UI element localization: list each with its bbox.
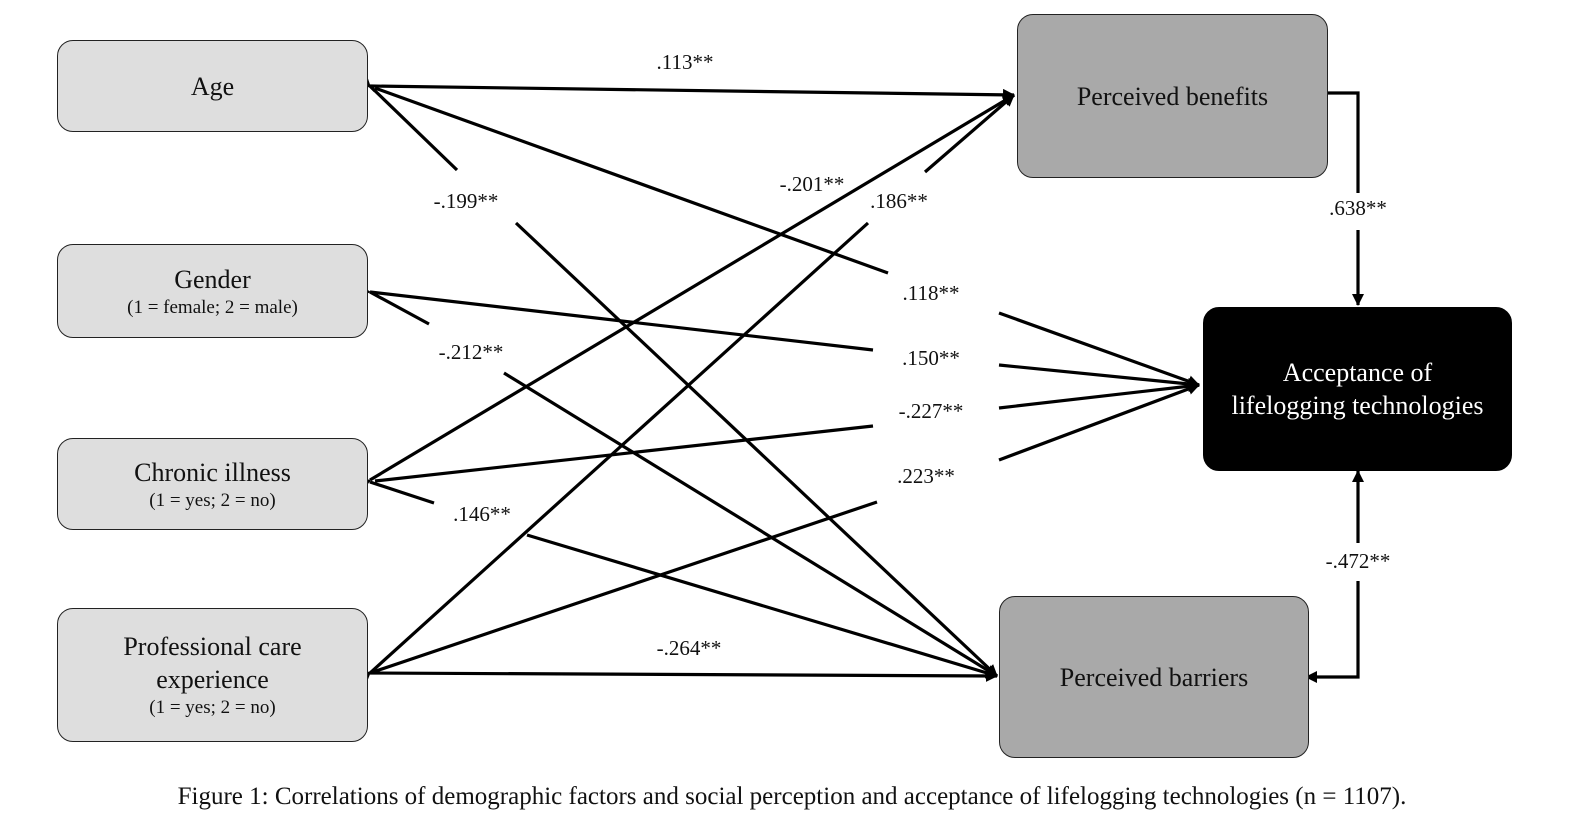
label-age-benefits: .113** — [656, 50, 714, 74]
edge-care-benefits-2 — [923, 93, 1016, 174]
edge-chronic-acceptance — [374, 424, 874, 483]
node-professional-care: Professional care experience (1 = yes; 2… — [57, 608, 368, 742]
edge-chronic-benefits — [357, 93, 1015, 491]
node-chronic-illness: Chronic illness (1 = yes; 2 = no) — [57, 438, 368, 530]
node-gender-title: Gender — [174, 264, 251, 294]
node-age: Age — [57, 40, 368, 132]
node-acceptance-title-line1: Acceptance of — [1282, 358, 1433, 387]
label-chronic-benefits: -.201** — [779, 172, 845, 196]
label-gender-barriers: -.212** — [438, 340, 504, 364]
label-barriers-acceptance: -.472** — [1325, 549, 1391, 573]
figure-caption: Figure 1: Correlations of demographic fa… — [177, 783, 1407, 810]
node-gender-subtitle: (1 = female; 2 = male) — [127, 296, 298, 318]
node-benefits-title: Perceived benefits — [1076, 81, 1269, 111]
label-age-barriers: -.199** — [433, 189, 499, 213]
node-care-title-line1: Professional care — [123, 632, 302, 661]
edge-care-barriers — [358, 666, 998, 682]
label-chronic-acceptance: -.227** — [898, 399, 964, 423]
edge-care-acceptance-2 — [998, 383, 1200, 462]
edge-age-barriers-head — [357, 73, 377, 93]
node-barriers-title: Perceived barriers — [1059, 662, 1249, 692]
label-benefits-acceptance: .638** — [1329, 196, 1387, 220]
node-care-subtitle: (1 = yes; 2 = no) — [149, 697, 276, 718]
node-acceptance-title-line2: lifelogging technologies — [1231, 391, 1484, 420]
node-acceptance: Acceptance of lifelogging technologies — [1203, 307, 1512, 471]
edge-chronic-acceptance-2 — [998, 380, 1200, 410]
label-chronic-barriers: .146** — [453, 502, 511, 526]
node-chronic-subtitle: (1 = yes; 2 = no) — [149, 489, 276, 511]
node-perceived-benefits: Perceived benefits — [1017, 14, 1328, 178]
edge-care-benefits — [357, 221, 870, 685]
edge-age-benefits — [358, 79, 1015, 101]
label-care-acceptance: .223** — [897, 464, 955, 488]
node-gender: Gender (1 = female; 2 = male) — [57, 244, 368, 338]
edge-age-barriers — [368, 84, 459, 172]
label-care-barriers: -.264** — [656, 636, 722, 660]
node-perceived-barriers: Perceived barriers — [999, 596, 1309, 758]
edge-care-acceptance — [357, 500, 878, 683]
node-chronic-title: Chronic illness — [134, 457, 291, 487]
edge-barriers-acceptance-2 — [1305, 581, 1360, 683]
label-care-benefits: .186** — [870, 189, 928, 213]
node-age-title: Age — [190, 71, 235, 101]
label-gender-acceptance: .150** — [902, 346, 960, 370]
node-care-title-line2: experience — [156, 665, 269, 694]
edge-chronic-barriers — [357, 472, 435, 505]
edge-gender-acceptance-2 — [998, 363, 1200, 390]
label-age-acceptance: .118** — [902, 281, 960, 305]
edge-chronic-barriers-2 — [526, 533, 998, 679]
edge-age-acceptance-2 — [998, 311, 1200, 387]
